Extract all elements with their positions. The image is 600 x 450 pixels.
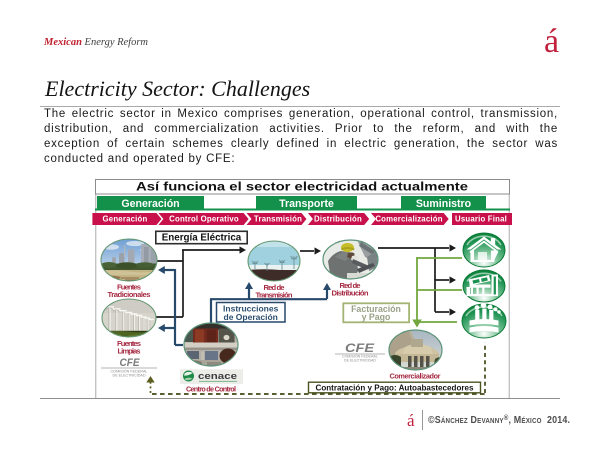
svg-text:cenace: cenace	[198, 371, 237, 382]
svg-text:Energía Eléctrica: Energía Eléctrica	[162, 233, 242, 244]
svg-text:Control Operativo: Control Operativo	[169, 215, 239, 224]
svg-text:COMISIÓN FEDERAL: COMISIÓN FEDERAL	[342, 353, 378, 358]
svg-text:Facturación: Facturación	[351, 304, 401, 314]
svg-text:Instrucciones: Instrucciones	[223, 303, 279, 313]
svg-text:Fuentes: Fuentes	[117, 339, 141, 348]
svg-text:Generación: Generación	[121, 198, 179, 210]
svg-text:Comercialización: Comercialización	[375, 215, 442, 224]
svg-text:y Pago: y Pago	[362, 312, 391, 322]
svg-text:Suministro: Suministro	[416, 198, 472, 210]
svg-text:Generación: Generación	[103, 215, 148, 224]
svg-text:Distribución: Distribución	[332, 288, 369, 297]
svg-text:Centro de Control: Centro de Control	[186, 384, 236, 393]
svg-text:DE ELECTRICIDAD: DE ELECTRICIDAD	[113, 374, 147, 378]
svg-text:Tradicionales: Tradicionales	[108, 290, 151, 299]
svg-text:Comercializador: Comercializador	[390, 372, 441, 381]
svg-text:Así funciona el sector electri: Así funciona el sector electricidad actu…	[136, 182, 468, 194]
svg-text:Red de: Red de	[340, 281, 361, 290]
svg-text:Transporte: Transporte	[279, 198, 334, 210]
svg-text:DE ELECTRICIDAD: DE ELECTRICIDAD	[344, 358, 377, 362]
svg-text:CFE: CFE	[345, 341, 375, 355]
svg-text:Transmisión: Transmisión	[256, 290, 293, 299]
svg-text:CFE: CFE	[120, 357, 141, 369]
svg-text:Transmisión: Transmisión	[254, 215, 302, 224]
svg-text:Limpias: Limpias	[118, 346, 141, 355]
svg-text:Distribución: Distribución	[314, 215, 362, 224]
svg-text:Usuario Final: Usuario Final	[455, 215, 507, 224]
svg-text:COMISIÓN FEDERAL: COMISIÓN FEDERAL	[111, 369, 148, 374]
svg-text:Contratación y Pago: Autoabast: Contratación y Pago: Autoabastecedores	[316, 382, 474, 392]
svg-text:Red de: Red de	[264, 283, 285, 292]
svg-text:Fuentes: Fuentes	[117, 283, 141, 292]
svg-text:de Operación: de Operación	[224, 312, 278, 322]
